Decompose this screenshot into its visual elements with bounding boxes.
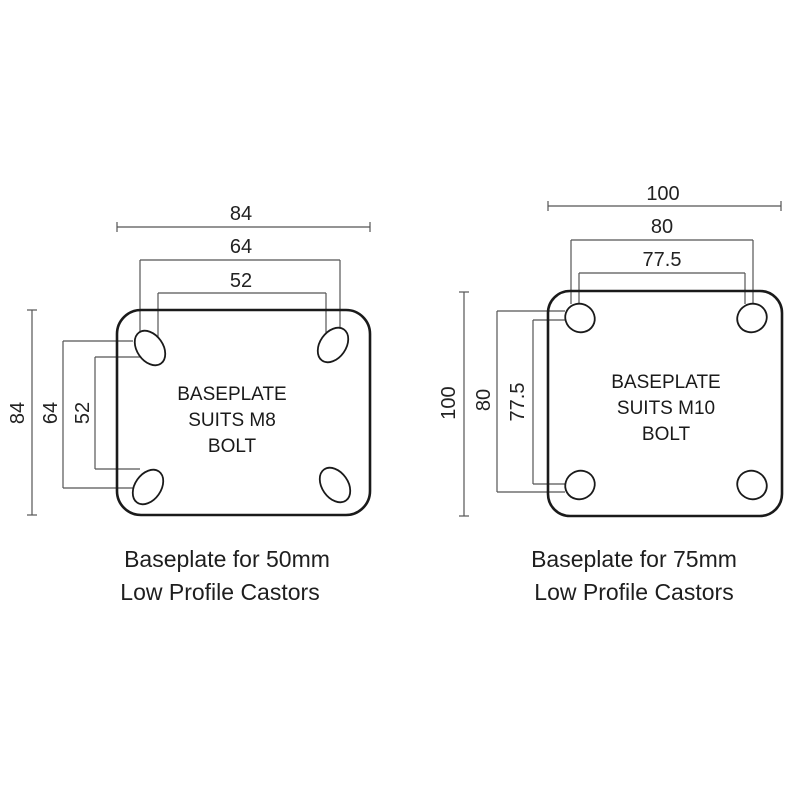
left-plate-label-line2: SUITS M8 — [188, 410, 276, 431]
left-dim-label-outer-hole-height: 64 — [40, 402, 62, 424]
right-plate-label-line3: BOLT — [642, 424, 691, 445]
left-dim-inner-hole-height: 52 — [72, 356, 140, 470]
right-mounting-hole-bottom-left — [564, 469, 596, 501]
left-dim-label-inner-hole-height: 52 — [72, 402, 94, 424]
right-mounting-hole-bottom-right — [736, 469, 768, 501]
right-dim-outer-hole-height: 80 — [473, 310, 565, 493]
right-mounting-hole-top-left — [564, 302, 596, 334]
left-caption-line2: Low Profile Castors — [120, 579, 319, 605]
left-dim-outer-hole-width: 64 — [139, 236, 341, 336]
right-dim-label-overall-height: 100 — [438, 386, 460, 419]
left-plate-label-line3: BOLT — [208, 436, 257, 457]
right-dim-outer-hole-width: 80 — [570, 216, 754, 304]
left-dim-inner-hole-width: 52 — [157, 270, 327, 338]
left-mounting-slot-bottom-left — [131, 468, 165, 506]
left-dim-overall-width: 84 — [116, 203, 371, 232]
right-dim-label-overall-width: 100 — [646, 183, 679, 205]
left-mounting-slot-top-left — [133, 329, 167, 367]
right-dim-overall-width: 100 — [547, 183, 782, 211]
right-dim-label-outer-hole-height: 80 — [473, 389, 495, 411]
left-dim-label-overall-height: 84 — [7, 402, 29, 424]
right-dim-label-inner-hole-width: 77.5 — [643, 249, 682, 271]
left-dim-label-inner-hole-width: 52 — [230, 270, 252, 292]
left-dim-label-overall-width: 84 — [230, 203, 252, 225]
right-dim-label-inner-hole-height: 77.5 — [507, 383, 529, 422]
right-plate-label-line1: BASEPLATE — [611, 372, 720, 393]
right-dim-label-outer-hole-width: 80 — [651, 216, 673, 238]
left-dim-label-outer-hole-width: 64 — [230, 236, 252, 258]
right-dim-inner-hole-width: 77.5 — [578, 249, 746, 304]
left-dim-outer-hole-height: 64 — [40, 340, 133, 489]
right-plate-label-line2: SUITS M10 — [617, 398, 715, 419]
right-caption-line2: Low Profile Castors — [534, 579, 733, 605]
left-mounting-slot-top-right — [316, 326, 350, 364]
right-dim-overall-height: 100 — [438, 291, 469, 517]
left-mounting-slot-bottom-right — [318, 466, 352, 504]
left-plate-label-line1: BASEPLATE — [177, 384, 286, 405]
left-baseplate-outline — [115, 308, 372, 517]
right-mounting-hole-top-right — [736, 302, 768, 334]
right-baseplate-outline — [546, 289, 784, 518]
left-dim-overall-height: 84 — [7, 309, 37, 516]
left-caption-line1: Baseplate for 50mm — [124, 546, 330, 572]
right-dim-inner-hole-height: 77.5 — [507, 319, 565, 485]
right-caption-line1: Baseplate for 75mm — [531, 546, 737, 572]
left-baseplate-diagram: 84 64 52 84 64 — [7, 203, 372, 605]
right-baseplate-diagram: 100 80 77.5 100 80 — [438, 183, 784, 605]
